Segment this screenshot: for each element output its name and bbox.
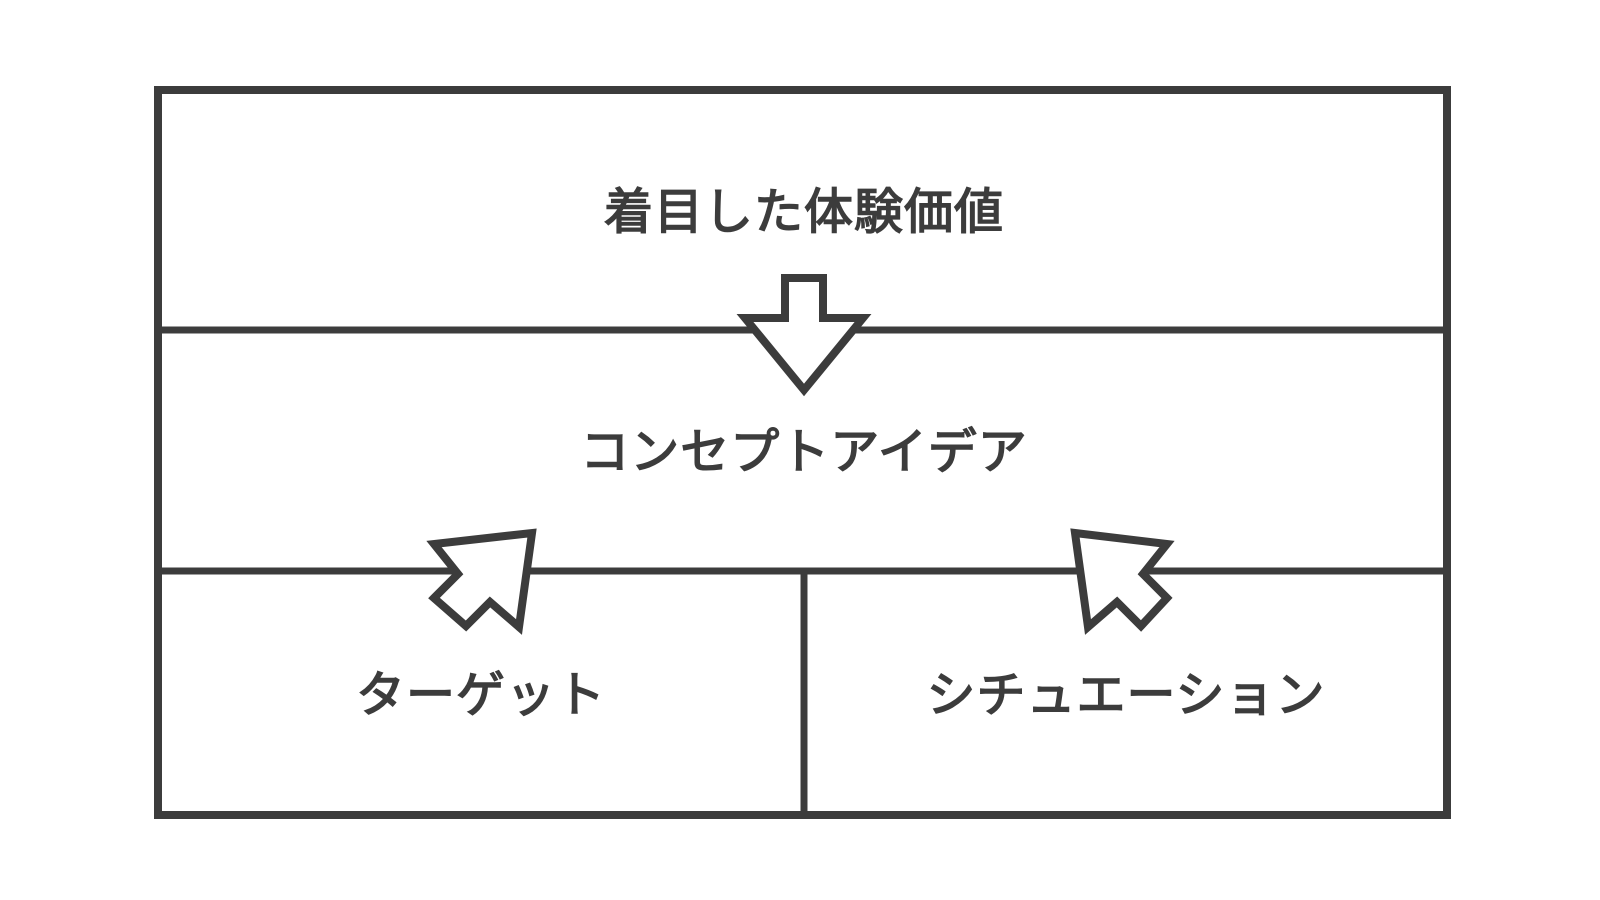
top-box-label: 着目した体験価値	[603, 183, 1005, 241]
bottom-left-box-label: ターゲット	[355, 666, 607, 724]
bottom-right-box-label: シチュエーション	[926, 666, 1326, 724]
arrow-down-icon	[736, 274, 872, 397]
arrow-up-left-icon	[1070, 528, 1175, 635]
arrow-up-right-icon	[426, 528, 537, 635]
middle-box-label: コンセプトアイデア	[580, 423, 1028, 481]
